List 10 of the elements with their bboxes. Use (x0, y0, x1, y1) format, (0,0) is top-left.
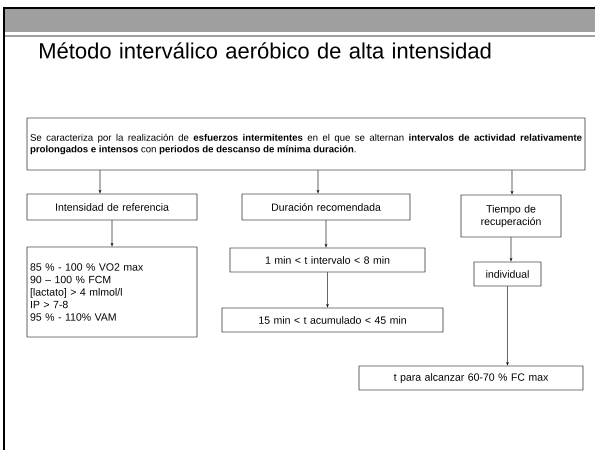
text-box: t para alcanzar 60-70 % FC max (358, 366, 584, 390)
text-box: Intensidad de referencia (26, 194, 198, 220)
text-box: Se caracteriza por la realización de esfuerzos intermitentes en el que se alternan intervalos de actividad relativamente prolongados e intensos con periodos de descanso de mínima duración. (26, 118, 586, 170)
text-box: Duración recomendada (242, 194, 410, 220)
slide-title: Método interválico aeróbico de alta intensidad (40, 42, 490, 59)
text-box: Tiempo de recuperación (460, 194, 562, 238)
text-box: 1 min < t intervalo < 8 min (230, 248, 426, 272)
text-box: individual (474, 262, 542, 286)
text-box: 15 min < t acumulado < 45 min (222, 308, 444, 332)
text-box: 85 % - 100 % VO2 max 90 – 100 % FCM [lactato] > 4 mlmol/l IP > 7-8 95 % - 110% VAM (26, 246, 198, 338)
